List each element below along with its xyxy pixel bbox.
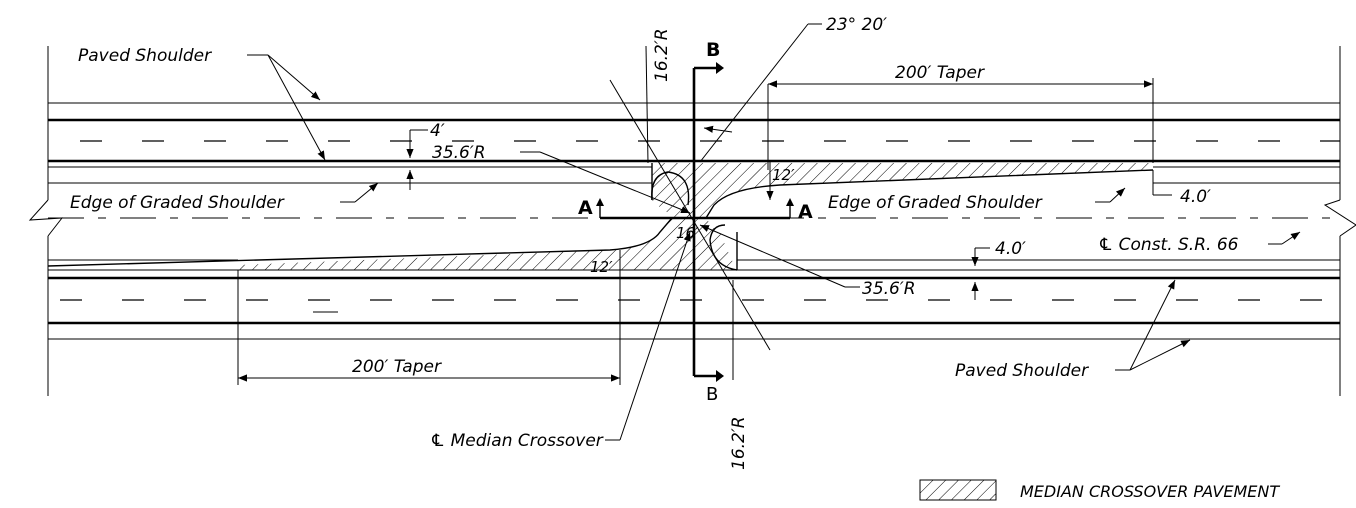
label-dim-4-0-right: 4.0′ (1180, 187, 1211, 207)
label-dim-16: 16′ (676, 224, 699, 242)
label-paved-shoulder-top: Paved Shoulder (78, 46, 212, 66)
crossover-outline (47, 163, 1154, 271)
label-paved-shoulder-bottom: Paved Shoulder (955, 361, 1089, 381)
label-dim-12-top: 12′ (772, 166, 795, 184)
dimensions (237, 23, 1172, 441)
label-dim-4: 4′ (430, 121, 445, 141)
label-section-a-left: A (578, 197, 593, 219)
label-edge-graded-shoulder-left: Edge of Graded Shoulder (70, 193, 285, 213)
label-section-b-top: B (706, 39, 720, 61)
label-radius-top: 16.2′R (652, 28, 672, 82)
leaders (247, 54, 1301, 371)
section-lines (596, 45, 794, 382)
label-section-b-bottom: B (706, 384, 718, 405)
label-angle: 23° 20′ (826, 15, 887, 35)
label-dim-12-bottom: 12′ (590, 258, 613, 276)
label-edge-graded-shoulder-right: Edge of Graded Shoulder (828, 193, 1043, 213)
legend-label: MEDIAN CROSSOVER PAVEMENT (1020, 482, 1280, 501)
end-break-lines (28, 46, 1356, 396)
label-taper-top: 200′ Taper (895, 63, 985, 83)
crossover-pavement-hatch (238, 163, 1153, 270)
label-taper-bottom: 200′ Taper (352, 357, 442, 377)
label-centerline-sr66: ℄ Const. S.R. 66 (1098, 235, 1239, 255)
label-radius-left: 35.6′R (432, 143, 486, 163)
label-section-a-right: A (798, 201, 813, 223)
label-dim-4-0-mid: 4.0′ (995, 239, 1026, 259)
legend: MEDIAN CROSSOVER PAVEMENT (919, 479, 1280, 501)
label-radius-bottom: 16.2′R (729, 416, 749, 470)
legend-hatch-swatch (919, 479, 997, 501)
label-radius-right: 35.6′R (862, 279, 916, 299)
label-median-crossover-centerline: ℄ Median Crossover (430, 431, 604, 451)
